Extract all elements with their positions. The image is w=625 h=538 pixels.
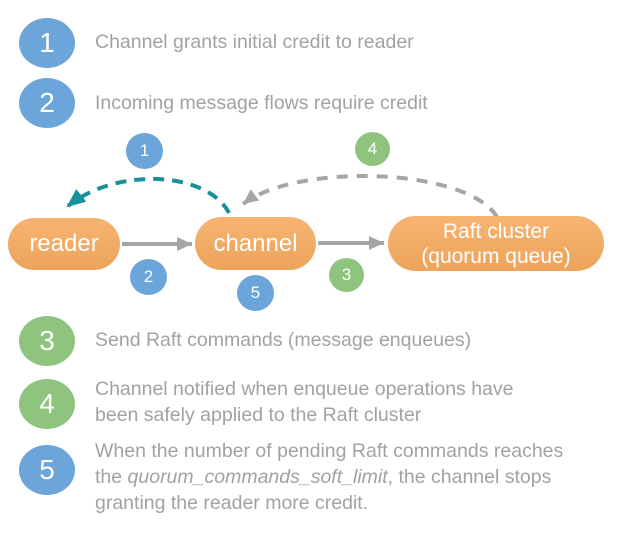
- node-channel-label: channel: [213, 229, 298, 257]
- legend-badge-5: 5: [19, 445, 75, 495]
- node-raft-cluster: Raft cluster (quorum queue): [388, 216, 604, 271]
- legend-text-5-line2: the quorum_commands_soft_limit, the chan…: [95, 464, 563, 490]
- legend-text-5-line1: When the number of pending Raft commands…: [95, 440, 564, 462]
- step-badge-1-number: 1: [139, 141, 150, 160]
- node-raft-label-line2: (quorum queue): [421, 244, 571, 268]
- step-badge-3-number: 3: [341, 265, 352, 284]
- legend-text-5: When the number of pending Raft commands…: [95, 438, 563, 516]
- legend-text-5-line2-suffix: , the channel stops: [387, 466, 552, 488]
- step-badge-4: 4: [355, 132, 390, 166]
- legend-text-2: Incoming message flows require credit: [95, 92, 428, 114]
- legend-badge-3-number: 3: [39, 325, 55, 356]
- legend-text-4-line2: been safely applied to the Raft cluster: [95, 404, 422, 426]
- node-channel: channel: [195, 217, 316, 270]
- arrow-notify-raft-to-channel: [241, 174, 499, 219]
- step-badge-4-number: 4: [367, 139, 378, 158]
- legend-badge-4: 4: [19, 379, 75, 429]
- node-reader: reader: [8, 218, 120, 270]
- legend-badge-3: 3: [19, 316, 75, 366]
- legend-text-5-line2-prefix: the: [95, 466, 128, 488]
- legend-text-5-term: quorum_commands_soft_limit: [127, 466, 388, 488]
- legend-badge-4-number: 4: [39, 388, 55, 419]
- node-reader-label: reader: [29, 230, 99, 257]
- legend-text-1: Channel grants initial credit to reader: [95, 31, 414, 53]
- legend-text-4-line1: Channel notified when enqueue operations…: [95, 378, 514, 400]
- node-raft-label-line1: Raft cluster: [442, 219, 550, 243]
- step-badge-3: 3: [329, 258, 364, 292]
- step-badge-2-number: 2: [143, 267, 154, 286]
- legend-badge-5-number: 5: [39, 454, 55, 485]
- legend-badge-1: 1: [19, 18, 75, 68]
- legend-badge-2: 2: [19, 78, 75, 128]
- step-badge-1: 1: [126, 133, 163, 169]
- legend-text-4: Channel notified when enqueue operations…: [95, 376, 514, 428]
- legend-text-5-line3: granting the reader more credit.: [95, 492, 369, 514]
- step-badge-2: 2: [130, 259, 167, 295]
- arrow-credit-channel-to-reader: [66, 176, 231, 214]
- step-badge-5: 5: [237, 275, 274, 311]
- legend-text-3: Send Raft commands (message enqueues): [95, 329, 472, 351]
- legend-badge-1-number: 1: [39, 27, 55, 58]
- legend-badge-2-number: 2: [39, 87, 55, 118]
- step-badge-5-number: 5: [250, 283, 261, 302]
